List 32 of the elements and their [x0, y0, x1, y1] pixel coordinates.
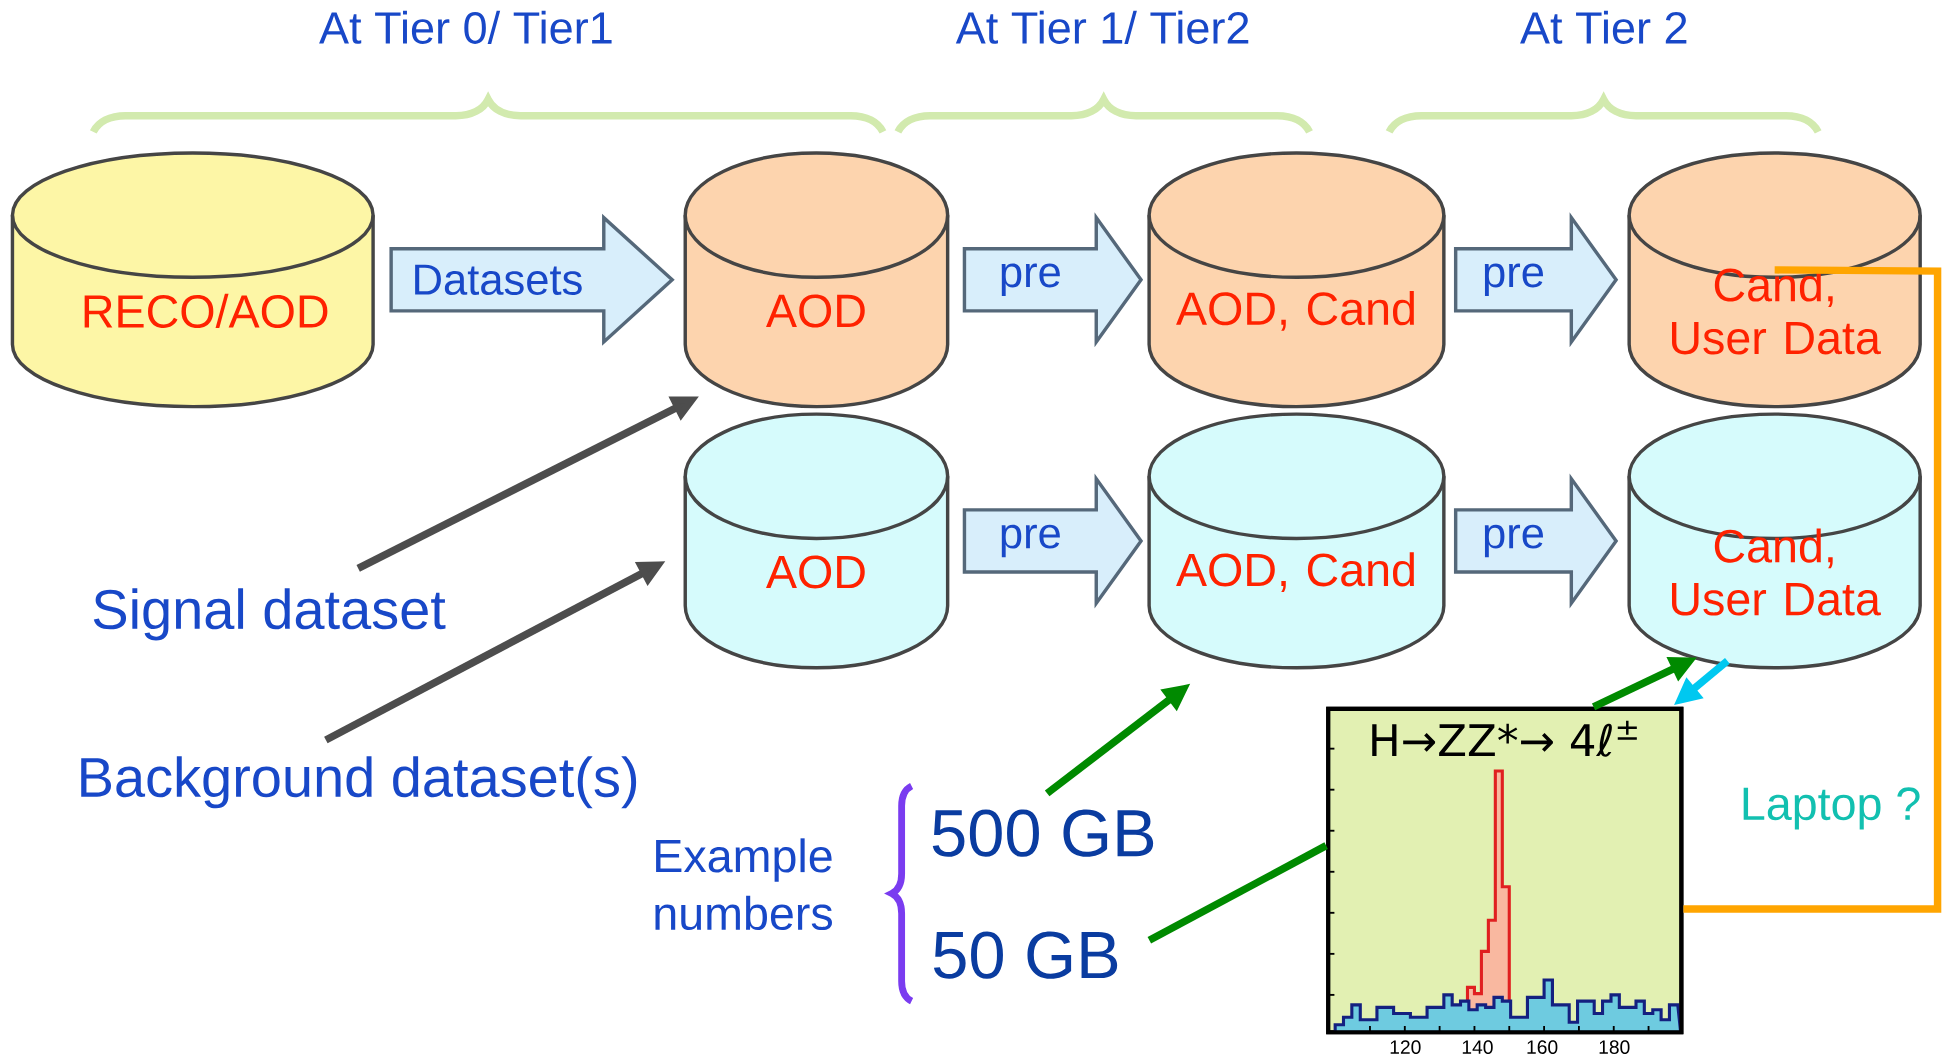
block-arrow	[1453, 212, 1619, 348]
database-cylinder: RECO/AOD	[10, 151, 375, 409]
arrow-label: pre	[1001, 524, 1060, 558]
note-text: Laptop ?	[1743, 787, 1920, 830]
block-arrow	[389, 213, 675, 347]
block-arrow	[962, 473, 1144, 609]
dataset-label: Signal dataset	[93, 588, 446, 641]
database-cylinder: AOD, Cand	[1147, 412, 1446, 670]
arrow-label: Datasets	[415, 264, 582, 296]
arrow-label: pre	[1484, 263, 1543, 297]
database-cylinder: Cand, User Data	[1627, 151, 1922, 409]
axis-tick-label: 180	[1599, 1040, 1630, 1055]
connector-line	[1147, 842, 1328, 944]
axis-tick-label: 140	[1462, 1040, 1493, 1055]
axis-tick-label: 120	[1390, 1040, 1421, 1055]
arrow-label: pre	[1001, 263, 1060, 297]
arrow-label: pre	[1484, 524, 1543, 558]
note-text: Example numbers	[655, 838, 832, 931]
size-label: 500 GB	[932, 809, 1154, 858]
histogram-drawing: H→ZZ*→ 4ℓ$^{±}$	[1326, 707, 1684, 1035]
database-cylinder: AOD, Cand	[1147, 151, 1446, 409]
size-label: 50 GB	[933, 931, 1118, 979]
block-arrow	[1453, 473, 1619, 609]
tier-label: At Tier 2	[1520, 11, 1687, 45]
tier-label: At Tier 0/ Tier1	[319, 11, 612, 45]
axis-tick-label: 160	[1527, 1040, 1558, 1055]
dataset-label: Background dataset(s)	[81, 756, 637, 809]
database-cylinder: Cand, User Data	[1627, 412, 1922, 670]
database-cylinder: AOD	[683, 151, 950, 409]
database-cylinder: AOD	[683, 412, 950, 670]
tier-label: At Tier 1/ Tier2	[955, 11, 1249, 45]
block-arrow	[962, 212, 1144, 348]
